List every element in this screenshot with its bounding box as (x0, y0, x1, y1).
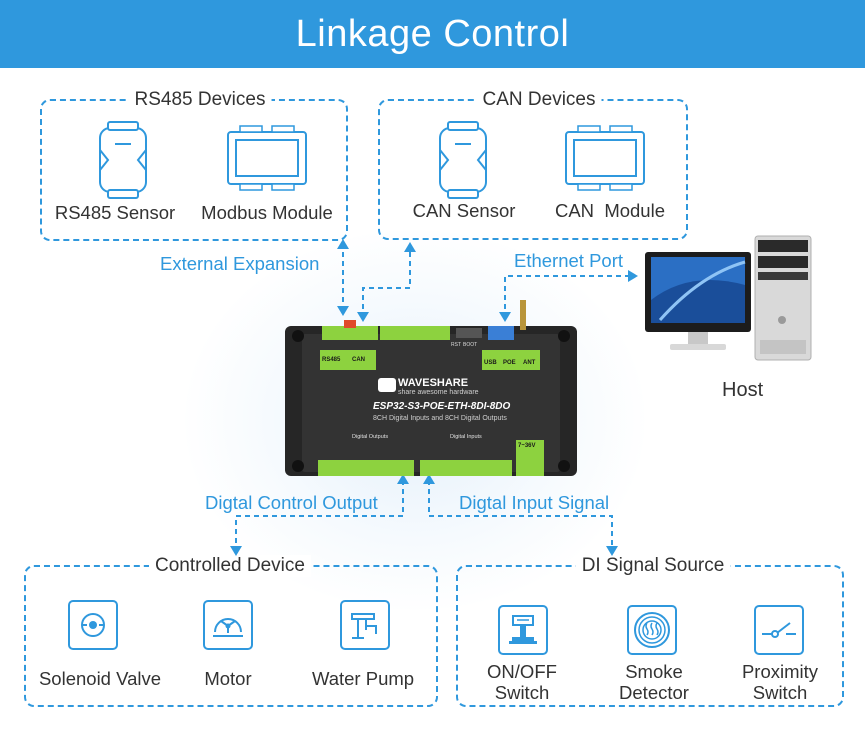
onoff-switch-label: ON/OFF Switch (487, 661, 557, 703)
di-signal-source-group: DI Signal Source (456, 555, 844, 707)
ethernet-port-label: Ethernet Port (514, 250, 624, 271)
smoke-detector-icon (627, 605, 677, 655)
port-label-usb: USB (484, 360, 497, 366)
controlled-device-group: Controlled Device (24, 555, 438, 707)
modbus-module-label: Modbus Module (201, 202, 333, 223)
digital-inputs-section-label: Digital Inputs (450, 434, 482, 440)
group-title: CAN Devices (476, 89, 602, 111)
port-label-ant: ANT (523, 360, 536, 366)
controller-device (285, 300, 577, 476)
can-devices-group: CAN Devices (378, 89, 688, 240)
smoke-detector-label: Smoke Detector (619, 661, 689, 703)
digital-outputs-section-label: Digital Outputs (352, 434, 389, 440)
port-label-can: CAN (352, 357, 365, 363)
onoff-switch-icon (498, 605, 548, 655)
host-label: Host (722, 379, 764, 401)
proximity-switch-icon (754, 605, 804, 655)
rs485-sensor-label: RS485 Sensor (54, 202, 176, 223)
group-title: RS485 Devices (128, 89, 272, 111)
connectors (235, 243, 628, 550)
rs485-devices-group: RS485 Devices (40, 89, 348, 241)
modbus-module-icon (227, 125, 307, 191)
water-pump-label: Water Pump (311, 668, 415, 689)
solenoid-valve-label: Solenoid Valve (38, 668, 162, 689)
port-label-poe: POE (503, 360, 516, 366)
group-title: DI Signal Source (575, 555, 731, 577)
device-brand: WAVESHARE (398, 377, 469, 389)
group-title: Controlled Device (149, 555, 311, 577)
device-description: 8CH Digital Inputs and 8CH Digital Outpu… (373, 415, 507, 422)
host-computer-icon (645, 235, 812, 361)
boot-label-rst: RST (451, 342, 461, 348)
can-sensor-icon (439, 121, 487, 199)
motor-icon (203, 600, 253, 650)
solenoid-valve-icon (68, 600, 118, 650)
water-pump-icon (340, 600, 390, 650)
device-tagline: share awesome hardware (398, 389, 479, 396)
device-model: ESP32-S3-POE-ETH-8DI-8DO (373, 401, 511, 412)
can-module-icon (565, 125, 645, 191)
page-title: Linkage Control (295, 12, 570, 55)
title-banner: Linkage Control (0, 0, 865, 68)
power-label: 7~36V (518, 443, 536, 449)
digital-output-label: Digtal Control Output (205, 492, 378, 513)
connector-arrowheads (230, 239, 638, 556)
motor-label: Motor (204, 668, 252, 689)
digital-input-label: Digtal Input Signal (459, 492, 610, 513)
external-expansion-label: External Expansion (160, 253, 320, 274)
rs485-sensor-icon (99, 121, 147, 199)
port-label-rs485: RS485 (322, 357, 341, 363)
proximity-switch-label: Proximity Switch (741, 661, 819, 703)
can-module-label: CAN Module (554, 200, 665, 221)
can-sensor-label: CAN Sensor (412, 200, 516, 221)
boot-label-boot: BOOT (463, 342, 478, 348)
